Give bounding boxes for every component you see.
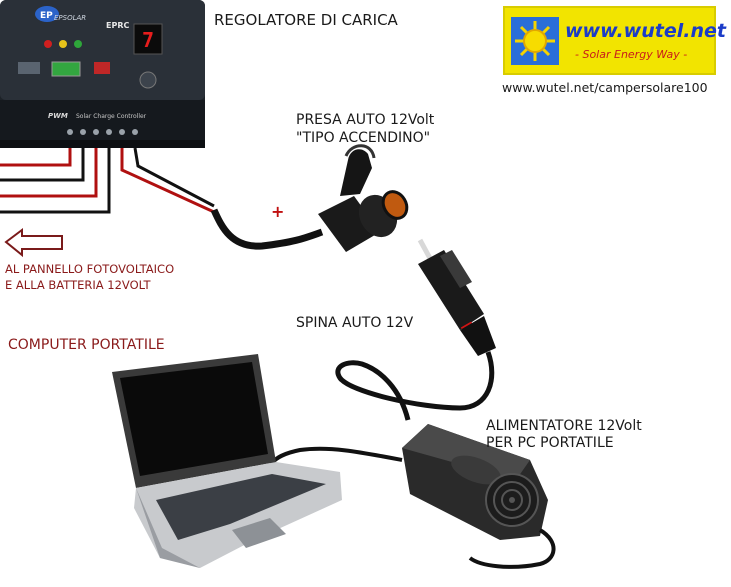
controller-terminals xyxy=(67,129,138,135)
sun-icon xyxy=(511,17,559,65)
socket-label-line1: PRESA AUTO 12Volt xyxy=(296,112,435,128)
led-green xyxy=(74,40,82,48)
wutel-logo-banner: www.wutel.net - Solar Energy Way - xyxy=(503,6,726,75)
display-digit: 7 xyxy=(142,28,154,52)
panel-battery-label-line2: E ALLA BATTERIA 12VOLT xyxy=(5,278,151,292)
regulator-label: REGOLATORE DI CARICA xyxy=(214,11,399,29)
charge-controller: EP EPSOLAR EPRC 7 PWM Solar Charge Contr… xyxy=(0,0,205,148)
laptop-touchpad xyxy=(232,518,286,548)
controller-button xyxy=(139,71,157,89)
laptop xyxy=(112,354,342,568)
socket-opening-icon xyxy=(381,190,409,220)
led-red xyxy=(44,40,52,48)
logo-url-text: www.wutel.net xyxy=(565,20,726,42)
load-status-icon xyxy=(94,62,110,74)
plug-cable xyxy=(335,351,495,421)
adapter-output-cable xyxy=(468,528,556,569)
adapter-label-line1: ALIMENTATORE 12Volt xyxy=(486,418,642,434)
car-socket xyxy=(318,144,409,252)
controller-model-text: EPRC xyxy=(106,21,129,30)
wire-red-socket xyxy=(120,148,215,214)
socket-wires xyxy=(120,147,324,250)
plus-sign-label: + xyxy=(271,202,284,221)
panel-status-icon xyxy=(18,62,40,74)
panel-battery-wires xyxy=(0,148,111,214)
svg-text:EP: EP xyxy=(40,11,53,21)
site-url-label: www.wutel.net/campersolare100 xyxy=(502,80,708,95)
controller-brand-text: EPSOLAR xyxy=(54,14,86,22)
led-yellow xyxy=(59,40,67,48)
wire-red-1 xyxy=(0,148,72,167)
logo-tagline-text: - Solar Energy Way - xyxy=(575,48,688,61)
wire-black-1 xyxy=(0,148,85,182)
wire-black-2 xyxy=(0,148,111,214)
laptop-keyboard xyxy=(156,474,326,540)
socket-label-line2: "TIPO ACCENDINO" xyxy=(296,130,430,146)
car-plug xyxy=(417,238,496,356)
controller-mode-text: PWM xyxy=(48,112,68,120)
wire-red-2 xyxy=(0,148,98,198)
controller-subtitle-text: Solar Charge Controller xyxy=(76,113,147,120)
socket-cable xyxy=(210,208,324,250)
wire-black-socket xyxy=(133,147,215,208)
epsolar-logo-icon: EP xyxy=(35,6,59,22)
power-adapter xyxy=(402,424,548,540)
panel-battery-label-line1: AL PANNELLO FOTOVOLTAICO xyxy=(5,262,174,276)
seven-segment-display xyxy=(133,23,163,55)
plug-label: SPINA AUTO 12V xyxy=(296,315,414,331)
laptop-screen xyxy=(120,362,268,476)
adapter-label-line2: PER PC PORTATILE xyxy=(486,435,614,451)
battery-status-icon xyxy=(51,61,81,77)
left-arrow-icon xyxy=(4,228,63,258)
laptop-label: COMPUTER PORTATILE xyxy=(8,337,165,353)
